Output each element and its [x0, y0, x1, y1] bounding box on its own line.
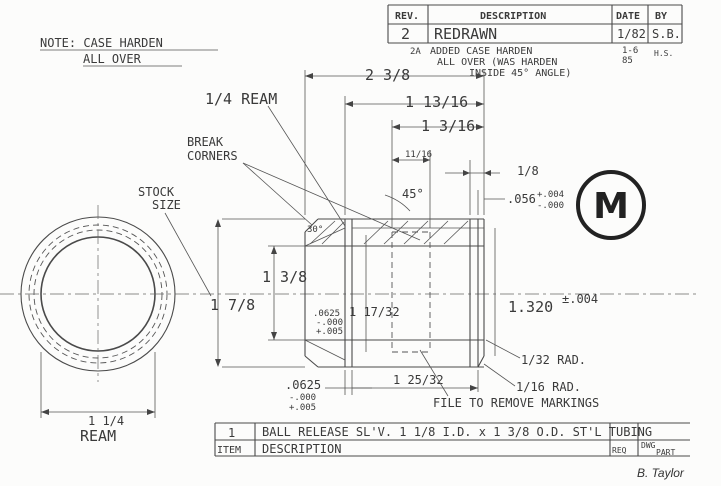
length-1-25-32-dim: 1 25/32 — [393, 373, 444, 387]
item-number: 1 — [228, 426, 235, 440]
part-header: PART — [656, 448, 675, 457]
length-1-3-16-dim: 1 3/16 — [421, 117, 475, 135]
note-line-2: ALL OVER — [83, 52, 142, 66]
bore-1-17-32-dim: 1 17/32 — [349, 305, 400, 319]
rev-2a-description-2: ALL OVER (WAS HARDEN — [437, 57, 557, 68]
rev-2-number: 2 — [401, 25, 410, 43]
groove-1-dim: .0625 — [313, 309, 340, 319]
item-header: ITEM — [217, 445, 241, 456]
overall-length-dim: 2 3/8 — [365, 66, 410, 84]
groove-1-tol-minus: -.000 — [316, 318, 343, 328]
req-header: REQ — [612, 446, 627, 455]
length-1-8-dim: 1/8 — [517, 164, 539, 178]
rev-2-by: S.B. — [652, 27, 681, 41]
bore-1-3-8-dim: 1 3/8 — [262, 268, 307, 286]
parts-list: 1 BALL RELEASE SL'V. 1 1/8 I.D. x 1 3/8 … — [214, 422, 690, 457]
stock-callout-2: SIZE — [152, 198, 181, 212]
callouts: 1/4 REAM BREAK CORNERS STOCK SIZE FILE T… — [138, 90, 599, 410]
stamp-letter: M — [593, 186, 629, 227]
groove-2-tol-minus: -.000 — [289, 393, 316, 403]
stock-callout-1: STOCK — [138, 185, 175, 199]
break-callout-2: CORNERS — [187, 149, 238, 163]
rev-2a-description-3: INSIDE 45° ANGLE) — [469, 68, 571, 79]
chamfer-tol-plus: +.004 — [537, 190, 564, 200]
rev-2-date: 1/82 — [617, 27, 646, 41]
rev-header: REV. — [395, 11, 419, 22]
dwg-header: DWG — [641, 441, 656, 450]
date-header: DATE — [616, 11, 640, 22]
ream-end-label: REAM — [80, 427, 116, 445]
rev-2a-number: 2A — [410, 47, 421, 57]
case-harden-note: NOTE: CASE HARDEN ALL OVER — [40, 36, 218, 67]
rad-1-32-label: 1/32 RAD. — [521, 353, 586, 367]
ream-end-dim: 1 1/4 — [88, 414, 124, 428]
od-1-7-8-dim: 1 7/8 — [210, 296, 255, 314]
angle-45-label: 45° — [402, 187, 424, 201]
groove-1-tol-plus: +.005 — [316, 327, 343, 337]
rev-2-description: REDRAWN — [434, 25, 497, 43]
note-line-1: NOTE: CASE HARDEN — [40, 36, 163, 50]
description-header: DESCRIPTION — [262, 442, 341, 456]
od-1-320-dim: 1.320 — [508, 298, 553, 316]
chamfer-depth-dim: .056 — [507, 192, 536, 206]
part-description: BALL RELEASE SL'V. 1 1/8 I.D. x 1 3/8 O.… — [262, 425, 652, 439]
angle-30-label: 30° — [307, 225, 323, 235]
length-11-16-dim: 11/16 — [405, 150, 432, 160]
side-view — [304, 218, 485, 368]
length-1-13-16-dim: 1 13/16 — [405, 93, 468, 111]
chamfer-tol-minus: -.000 — [537, 201, 564, 211]
rev-2a-date-2: 85 — [622, 56, 633, 66]
groove-2-dim: .0625 — [285, 378, 321, 392]
description-header: DESCRIPTION — [480, 11, 546, 22]
file-callout: FILE TO REMOVE MARKINGS — [433, 396, 599, 410]
credit-label: B. Taylor — [637, 466, 685, 480]
groove-2-tol-plus: +.005 — [289, 403, 316, 413]
end-view: 1 1/4 REAM — [0, 205, 700, 445]
ream-callout: 1/4 REAM — [205, 90, 277, 108]
rev-2a-date-1: 1-6 — [622, 46, 638, 56]
rev-2a-description-1: ADDED CASE HARDEN — [430, 46, 532, 57]
rad-1-16-label: 1/16 RAD. — [516, 380, 581, 394]
dimension-lines: 2 3/8 1 13/16 1 3/16 11/16 1/8 .056 +.00… — [210, 66, 598, 413]
revision-table: REV. DESCRIPTION DATE BY 2 REDRAWN 1/82 … — [387, 4, 683, 79]
od-tol-label: ±.004 — [562, 292, 598, 306]
break-callout-1: BREAK — [187, 135, 224, 149]
m-stamp: M — [576, 170, 646, 240]
rev-2a-by: H.S. — [654, 49, 673, 58]
by-header: BY — [655, 11, 667, 22]
